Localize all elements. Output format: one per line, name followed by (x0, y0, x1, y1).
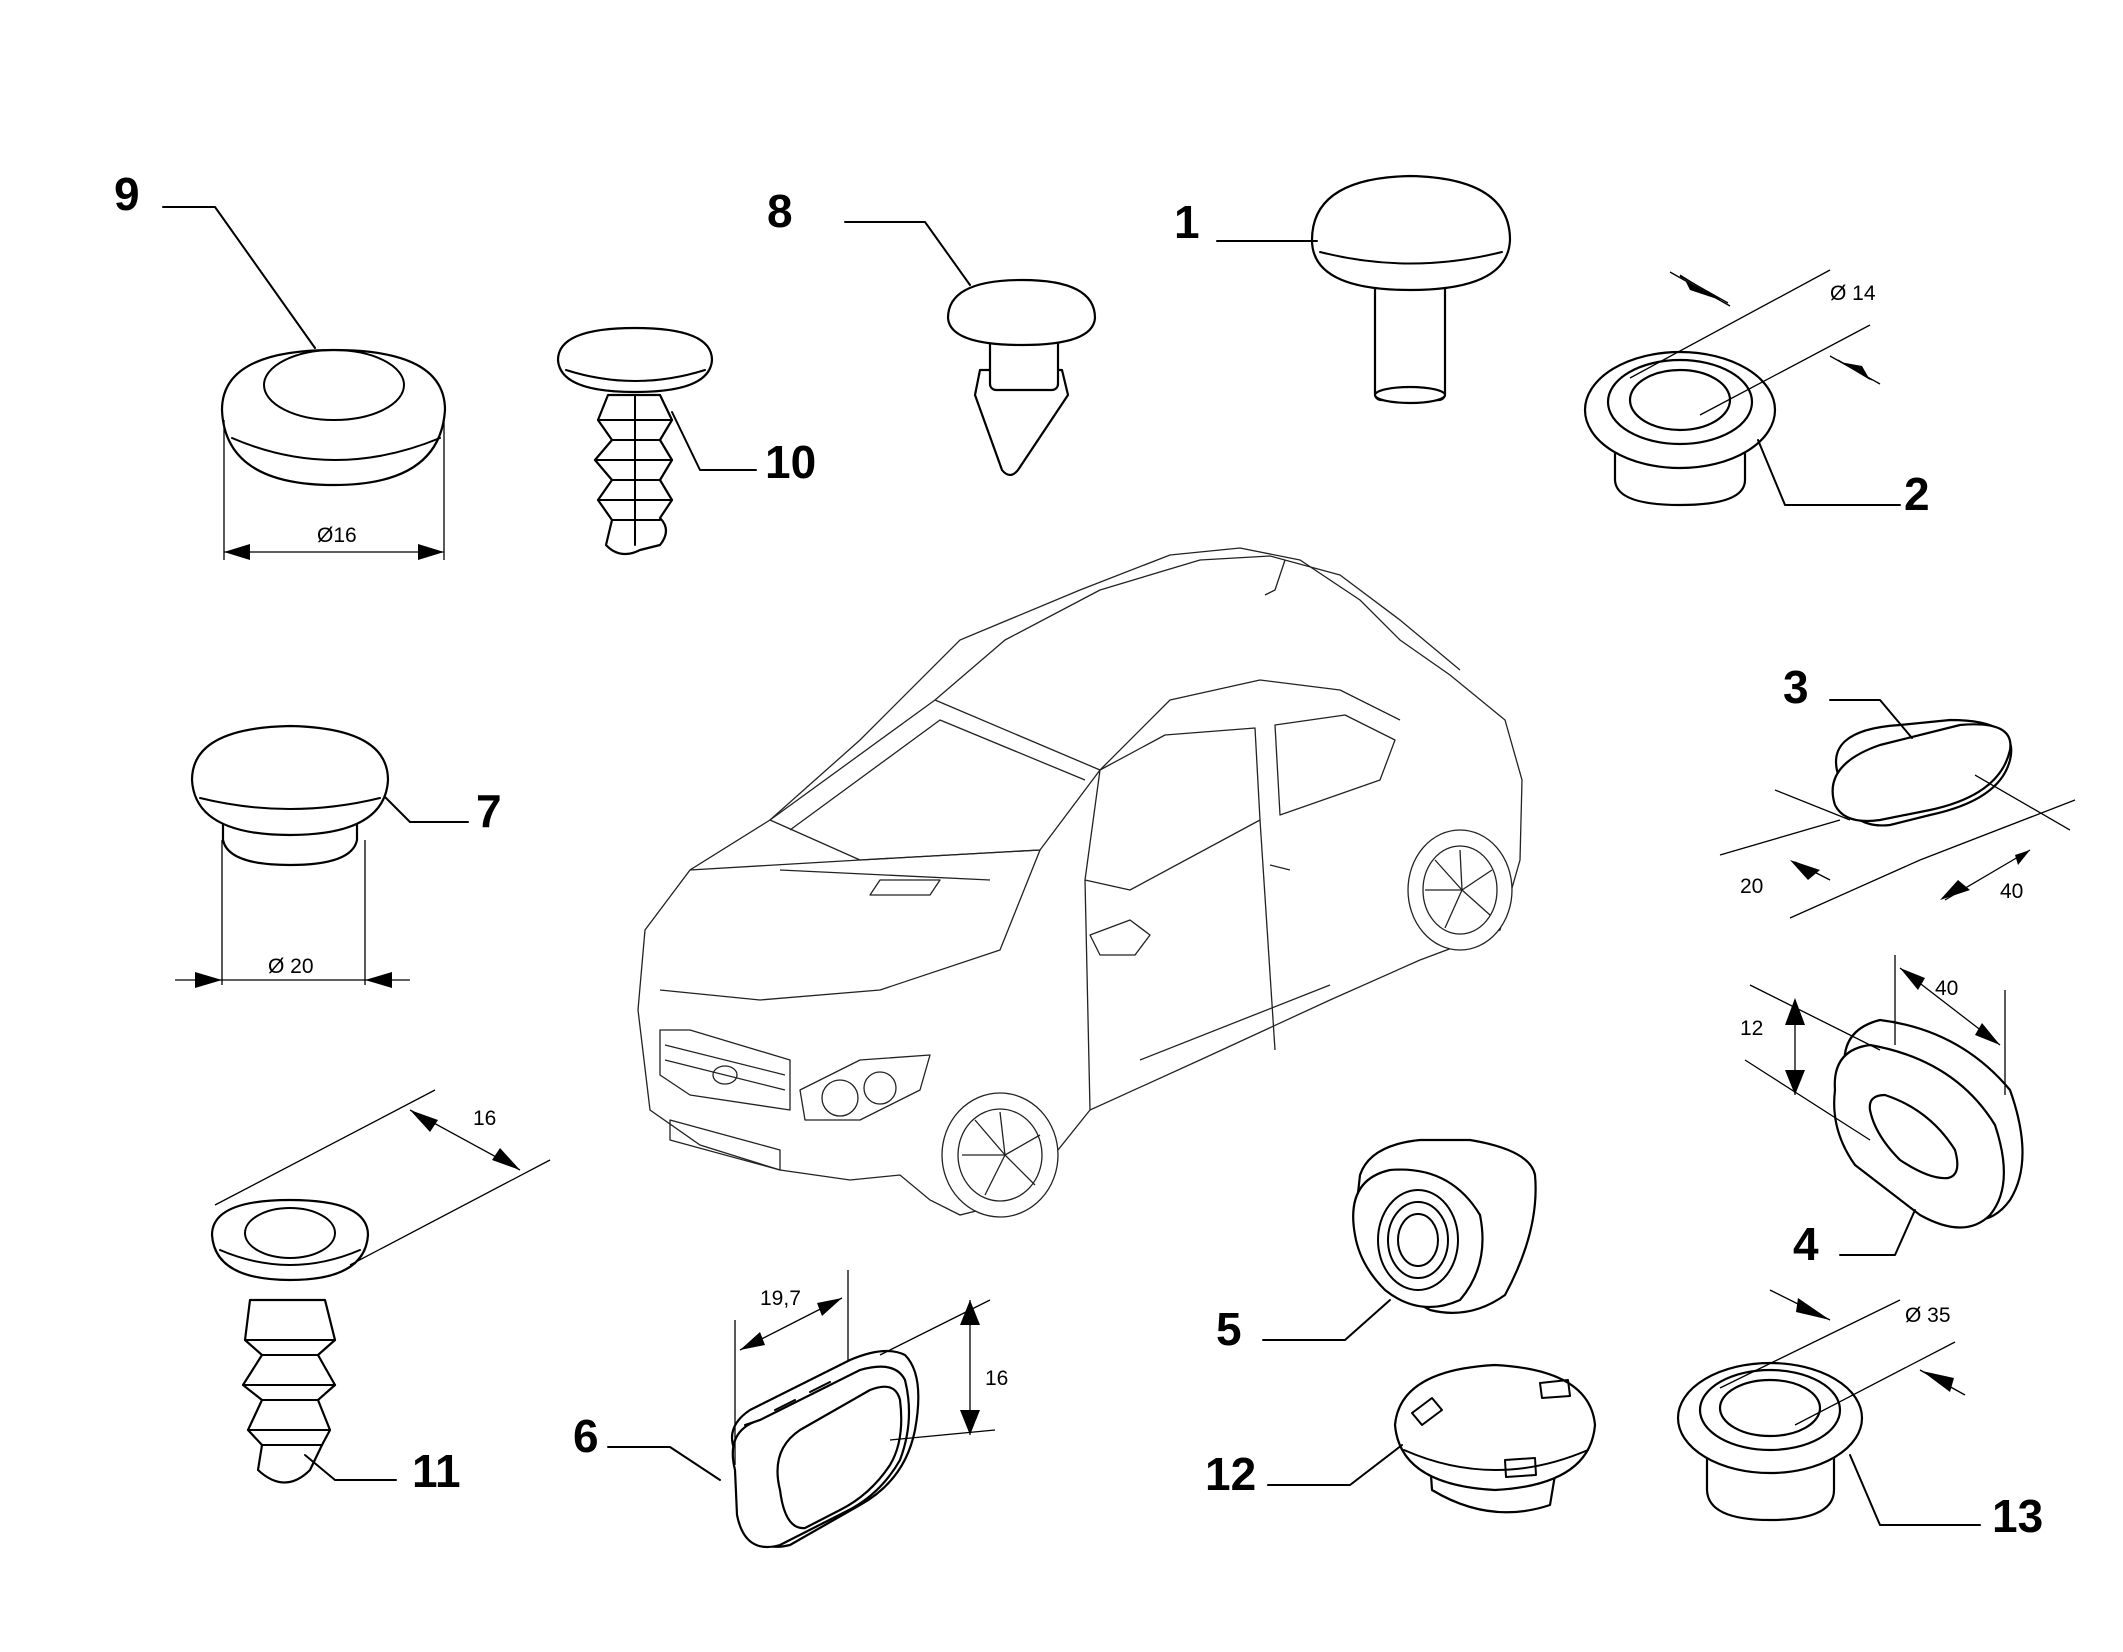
callout-5: 5 (1216, 1303, 1242, 1355)
callout-9: 9 (114, 168, 140, 220)
dimension-part-3-length: 40 (2000, 880, 2023, 903)
part-10-christmas-tree-clip: 10 (556, 326, 816, 556)
callout-1: 1 (1174, 196, 1200, 248)
dimension-part-13: Ø 35 (1905, 1304, 1951, 1327)
callout-13: 13 (1992, 1490, 2043, 1542)
dimension-part-11: 16 (473, 1107, 496, 1130)
part-6-oval-clip: 19,7 16 6 (573, 1270, 1008, 1549)
callout-6: 6 (573, 1410, 599, 1462)
part-12-dome-cap: 12 (1205, 1363, 1597, 1514)
part-4-oval-grommet: 12 40 4 (1740, 955, 2024, 1270)
car-illustration (637, 547, 1523, 1218)
callout-7: 7 (476, 785, 502, 837)
part-7-cap-plug: Ø 20 7 (175, 724, 502, 988)
part-13-large-grommet: Ø 35 13 (1676, 1289, 2043, 1542)
part-9-flat-plug: Ø16 9 (114, 168, 447, 560)
dimension-part-4-height: 12 (1740, 1017, 1763, 1040)
callout-11: 11 (412, 1445, 461, 1497)
callout-3: 3 (1783, 661, 1809, 713)
dimension-part-4-length: 40 (1935, 977, 1958, 1000)
callout-8: 8 (767, 185, 793, 237)
part-8-arrow-clip: 8 (767, 185, 1097, 477)
callout-2: 2 (1904, 468, 1930, 520)
part-5-bellows-grommet: 5 (1216, 1138, 1537, 1355)
dimension-part-2: Ø 14 (1830, 282, 1876, 305)
part-3-oval-plug: 20 40 3 (1719, 661, 2076, 919)
dimension-part-3-width: 20 (1740, 875, 1763, 898)
part-11-fir-tree-clip: 16 11 (210, 1089, 551, 1497)
dimension-part-6-width: 19,7 (760, 1287, 801, 1310)
dimension-part-9: Ø16 (317, 524, 357, 547)
callout-12: 12 (1205, 1448, 1256, 1500)
callout-4: 4 (1793, 1218, 1819, 1270)
dimension-part-7: Ø 20 (268, 955, 314, 978)
part-2-grommet: Ø 14 2 (1583, 269, 1930, 520)
callout-10: 10 (765, 436, 816, 488)
part-1-mushroom-plug: 1 (1174, 174, 1512, 405)
dimension-part-6-height: 16 (985, 1367, 1008, 1390)
